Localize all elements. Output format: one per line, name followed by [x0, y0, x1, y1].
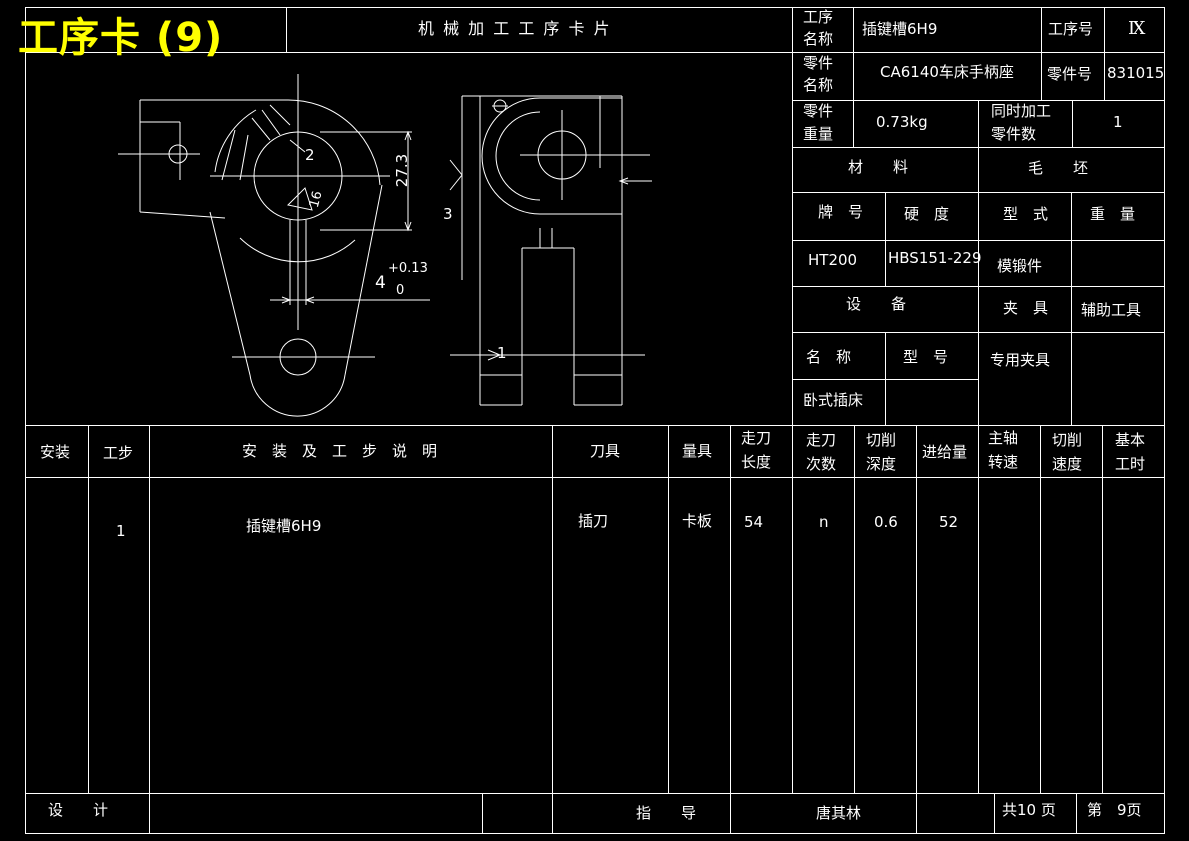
simul-value: 1: [1113, 113, 1123, 131]
dim-tol-lower: 0: [396, 283, 405, 298]
blank-label: 毛 坯: [1028, 159, 1089, 177]
col-depth-header-2: 深度: [866, 455, 897, 473]
hardness-label: 硬 度: [904, 205, 950, 223]
col-feed-header: 进给量: [922, 443, 968, 461]
row-desc: 插键槽6H9: [246, 517, 322, 535]
design-label: 设 计: [48, 801, 109, 819]
row-tool: 插刀: [578, 512, 609, 530]
equipment-label: 设 备: [846, 295, 907, 313]
part-weight-label-2: 重量: [803, 125, 834, 143]
col-install-header: 安装: [40, 443, 71, 461]
part-weight-value: 0.73kg: [876, 113, 928, 131]
col-desc-header: 安 装 及 工 步 说 明: [242, 442, 438, 460]
col-depth-header-1: 切削: [866, 431, 897, 449]
row-step: 1: [116, 522, 126, 540]
row-depth: 0.6: [874, 513, 898, 531]
guide-label: 指 导: [636, 804, 697, 822]
part-no-value: 831015: [1107, 64, 1165, 82]
side-view: [449, 95, 652, 406]
front-view: [118, 74, 430, 417]
material-label: 材 料: [848, 158, 909, 176]
row-feed: 52: [939, 513, 959, 531]
drawing-label-1: 1: [497, 344, 507, 362]
drawing-label-3: 3: [443, 205, 453, 223]
process-no-value: Ⅸ: [1128, 18, 1146, 39]
col-travel-len-header-1: 走刀: [741, 429, 772, 447]
blank-type-value: 模锻件: [997, 257, 1043, 275]
drawing-label-2: 2: [305, 146, 315, 164]
col-basetime-header-2: 工时: [1115, 455, 1146, 473]
dim-16: 16: [306, 189, 326, 210]
fixture-label: 夹 具: [1003, 299, 1049, 317]
banner-title: 工序卡 (9): [18, 15, 224, 61]
col-travel-len-header-2: 长度: [741, 453, 772, 471]
col-spindle-header-2: 转速: [988, 453, 1019, 471]
weight-label: 重 量: [1090, 205, 1136, 223]
part-name-label-2: 名称: [803, 76, 834, 94]
process-name-value: 插键槽6H9: [862, 20, 938, 38]
simul-label-2: 零件数: [991, 125, 1037, 143]
row-travel-len: 54: [744, 513, 764, 531]
row-passes: n: [819, 513, 829, 531]
type-label: 型 式: [1003, 205, 1049, 223]
col-tool-header: 刀具: [590, 442, 621, 460]
aux-tool-label: 辅助工具: [1081, 301, 1142, 319]
process-no-label: 工序号: [1048, 20, 1094, 38]
col-speed-header-1: 切削: [1052, 431, 1083, 449]
col-step-header: 工步: [103, 444, 134, 462]
row-gauge: 卡板: [682, 512, 713, 530]
hardness-value: HBS151-229: [888, 249, 982, 267]
eq-model-label: 型 号: [903, 348, 949, 366]
eq-name-label: 名 称: [806, 348, 852, 366]
simul-label-1: 同时加工: [991, 102, 1052, 120]
eq-name-value: 卧式插床: [803, 391, 864, 409]
dim-tol-upper: +0.13: [388, 261, 428, 276]
process-name-label-2: 名称: [803, 30, 834, 48]
grade-value: HT200: [808, 251, 858, 269]
part-drawing: [118, 74, 652, 417]
dim-4: 4: [375, 273, 386, 293]
col-passes-header-1: 走刀: [806, 431, 837, 449]
col-passes-header-2: 次数: [806, 455, 837, 473]
part-name-label-1: 零件: [803, 54, 834, 72]
guide-value: 唐其林: [816, 804, 862, 822]
col-speed-header-2: 速度: [1052, 455, 1083, 473]
dim-27-3: 27.3: [393, 153, 412, 188]
process-name-label-1: 工序: [803, 8, 834, 26]
col-spindle-header-1: 主轴: [988, 429, 1019, 447]
fixture-value: 专用夹具: [990, 351, 1051, 369]
part-weight-label-1: 零件: [803, 102, 834, 120]
col-gauge-header: 量具: [682, 442, 713, 460]
total-pages: 共10 页: [1002, 801, 1056, 819]
page-number: 第 9页: [1087, 801, 1142, 819]
part-name-value: CA6140车床手柄座: [880, 63, 1014, 81]
col-basetime-header-1: 基本: [1115, 431, 1146, 449]
part-no-label: 零件号: [1047, 65, 1093, 83]
grade-label: 牌 号: [818, 203, 864, 221]
sheet-title: 机 械 加 工 工 序 卡 片: [418, 19, 612, 38]
